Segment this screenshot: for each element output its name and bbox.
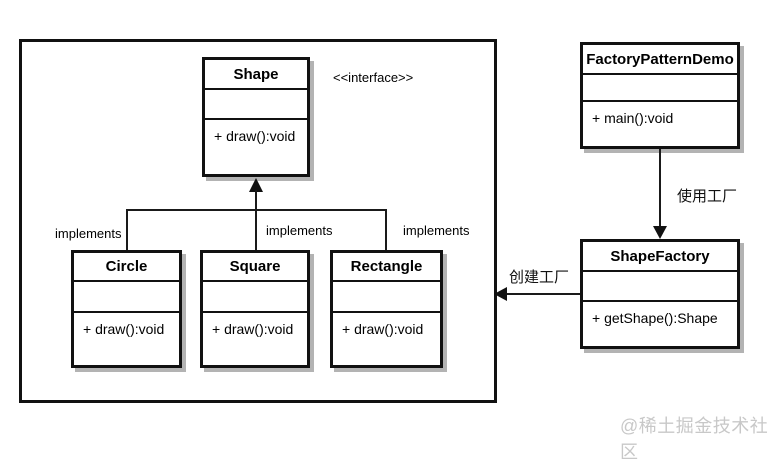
class-method: + draw():void [333,311,440,365]
implements-stub-circle [126,209,128,250]
class-title: Circle [105,258,148,275]
interface-stereotype-label: <<interface>> [333,70,414,85]
class-method: + draw():void [203,311,307,365]
class-title: FactoryPatternDemo [586,50,734,68]
class-box-shape-factory: ShapeFactory + getShape():Shape [580,239,740,349]
implements-stub-rectangle [385,209,387,250]
class-box-rectangle: Rectangle + draw():void [330,250,443,368]
create-factory-line [505,293,580,295]
class-method: + draw():void [205,118,307,174]
class-title: Rectangle [350,258,423,275]
implements-line-center [255,190,257,250]
class-attributes [333,280,440,311]
create-factory-label: 创建工厂 [509,269,570,286]
class-title: Shape [233,65,279,83]
class-attributes [203,280,307,311]
implements-label-rectangle: implements [403,223,470,238]
package-frame [19,39,497,403]
implements-bus-line [126,209,387,211]
watermark: @稀土掘金技术社区 [620,416,769,462]
class-attributes [583,270,737,300]
class-method: + draw():void [74,311,179,365]
class-box-circle: Circle + draw():void [71,250,182,368]
class-attributes [205,88,307,118]
class-box-factory-pattern-demo: FactoryPatternDemo + main():void [580,42,740,149]
class-box-shape: Shape + draw():void [202,57,310,177]
class-title: Square [229,258,281,275]
implements-label-circle: implements [55,226,122,241]
create-factory-arrowhead-icon [494,287,507,301]
class-method: + main():void [583,100,737,146]
use-factory-label: 使用工厂 [677,188,738,205]
use-factory-arrowhead-icon [653,226,667,239]
use-factory-line [659,149,661,228]
implements-arrowhead-icon [249,178,263,192]
class-method: + getShape():Shape [583,300,737,346]
class-attributes [74,280,179,311]
implements-label-square: implements [266,223,333,238]
class-box-square: Square + draw():void [200,250,310,368]
class-title: ShapeFactory [610,247,710,265]
class-attributes [583,73,737,100]
